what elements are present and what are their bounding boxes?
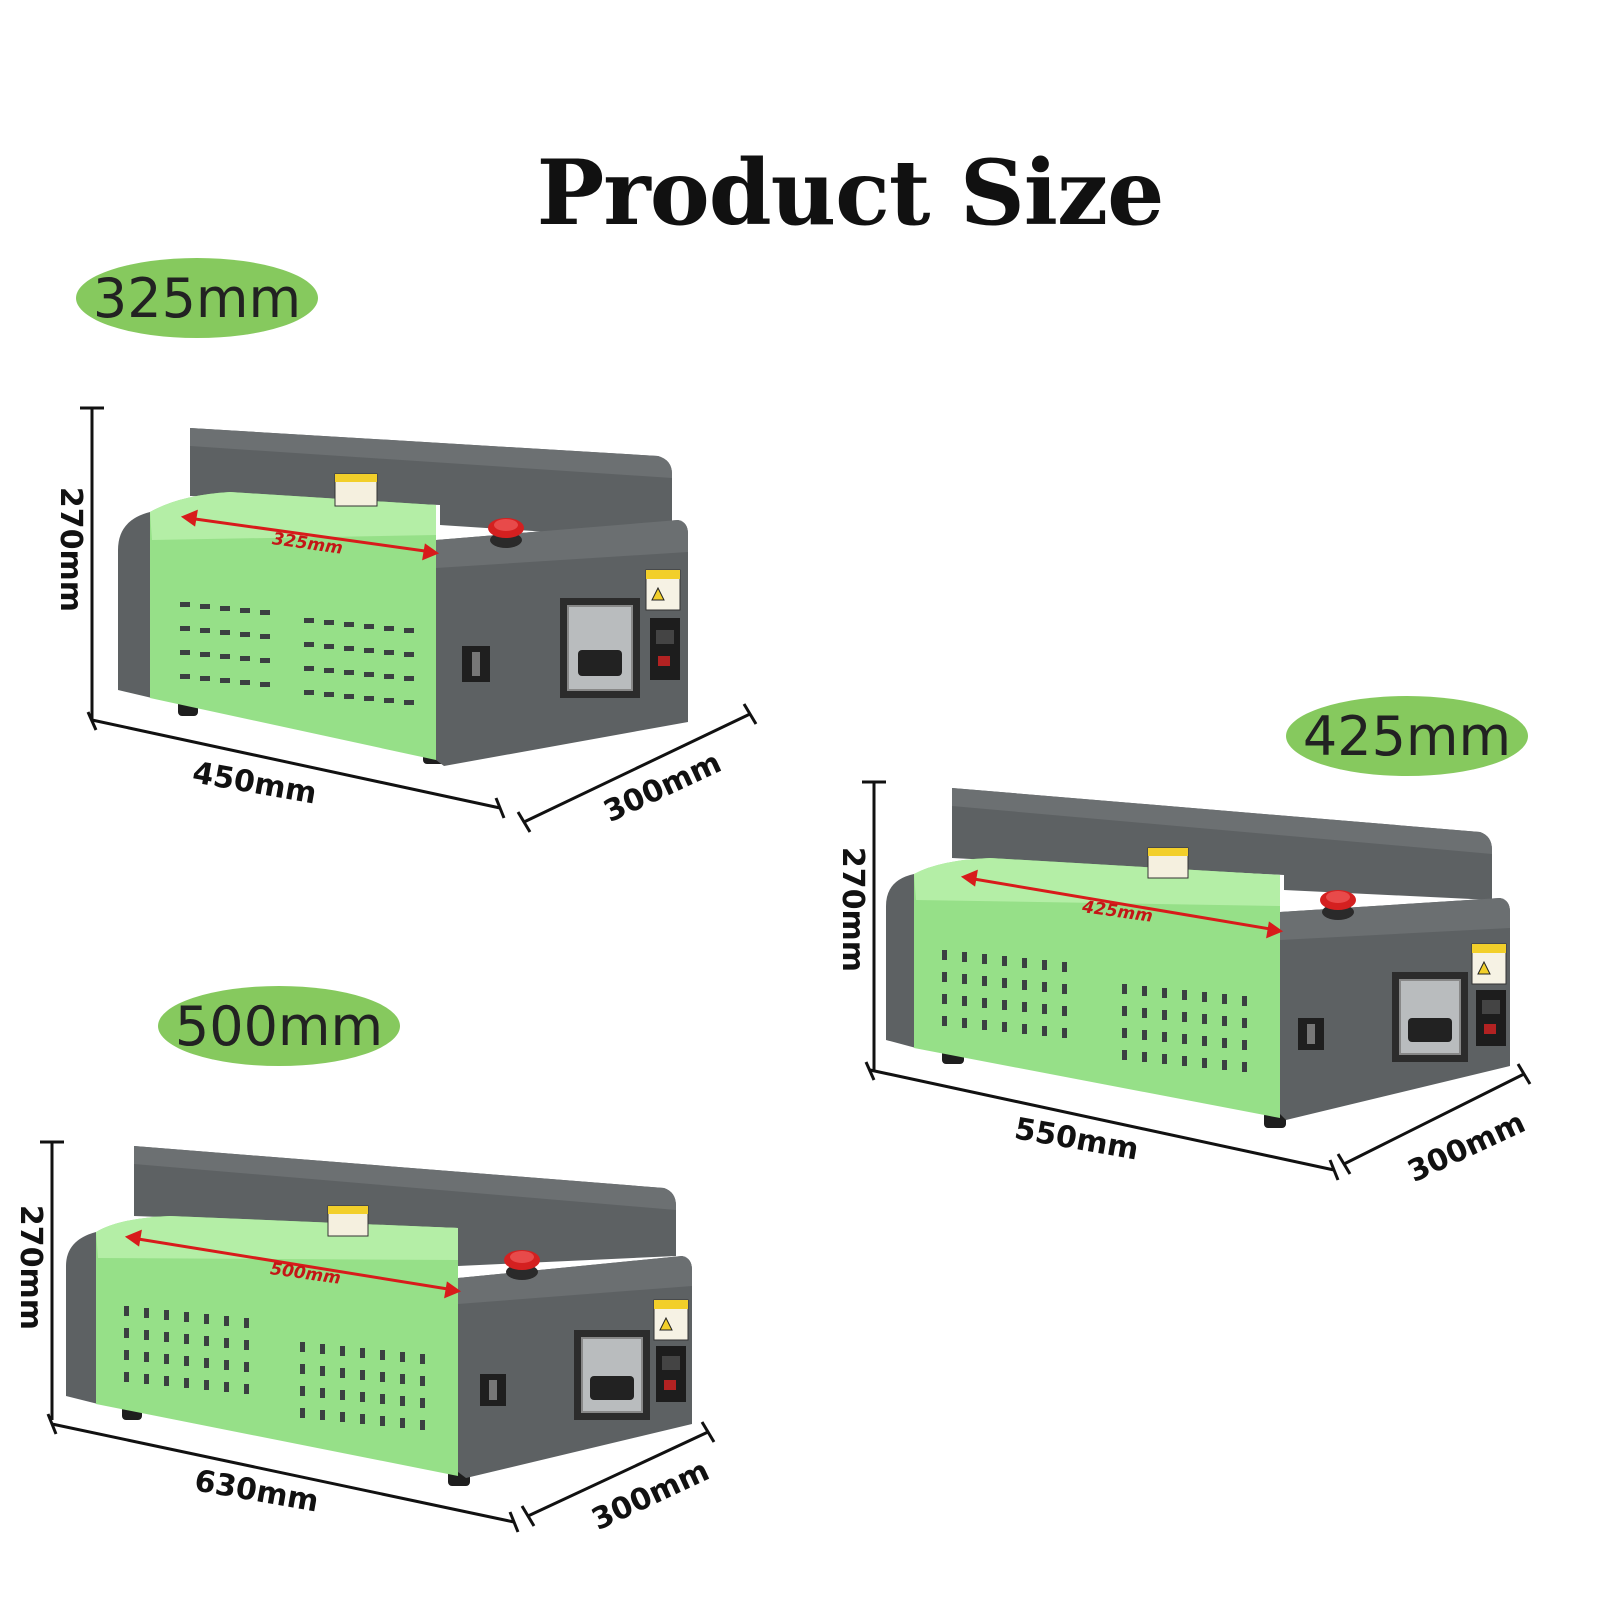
length-line-medium	[864, 1061, 1340, 1181]
power-switch-icon[interactable]	[1298, 1018, 1324, 1050]
power-switch-icon[interactable]	[480, 1374, 506, 1406]
depth-line-small	[516, 703, 758, 833]
warning-sticker	[334, 473, 378, 507]
end-cap-left	[66, 1232, 98, 1404]
height-line-medium	[862, 780, 886, 1070]
emergency-stop-button-icon[interactable]	[488, 518, 524, 548]
carry-handle-icon[interactable]	[560, 598, 640, 698]
size-badge-large: 500mm	[158, 986, 400, 1066]
height-label-large: 270mm	[13, 1204, 49, 1331]
carry-handle-icon[interactable]	[1392, 972, 1468, 1062]
length-line-small	[86, 711, 506, 819]
size-badge-small: 325mm	[76, 258, 318, 338]
depth-line-medium	[1336, 1063, 1532, 1175]
emergency-stop-button-icon[interactable]	[504, 1250, 540, 1280]
roller-measure-small	[180, 509, 440, 561]
power-socket-icon	[1476, 990, 1506, 1046]
depth-line-large	[520, 1421, 716, 1527]
green-panel	[914, 858, 1280, 1118]
green-panel	[150, 492, 436, 760]
vent-slots	[124, 1306, 425, 1430]
length-line-large	[46, 1413, 520, 1533]
end-cap-left	[886, 874, 916, 1048]
roller-measure-medium	[960, 869, 1284, 939]
carry-handle-icon[interactable]	[574, 1330, 650, 1420]
top-cover	[134, 1146, 676, 1266]
warning-triangle-icon	[1471, 943, 1507, 985]
power-switch-icon[interactable]	[462, 646, 490, 682]
foot	[1264, 1112, 1286, 1128]
end-cap-left	[118, 512, 152, 698]
size-badge-medium: 425mm	[1286, 696, 1528, 776]
power-socket-icon	[650, 618, 680, 680]
vent-slots	[942, 950, 1247, 1072]
warning-triangle-icon	[653, 1299, 689, 1341]
green-panel	[96, 1216, 458, 1476]
page-title: Product Size	[536, 140, 1165, 246]
warning-sticker	[1147, 847, 1189, 879]
height-line-large	[40, 1140, 64, 1420]
height-line-small	[80, 406, 104, 720]
emergency-stop-button-icon[interactable]	[1320, 890, 1356, 920]
warning-triangle-icon	[645, 569, 681, 611]
roller-measure-large	[124, 1229, 462, 1299]
warning-sticker	[327, 1205, 369, 1237]
power-socket-icon	[656, 1346, 686, 1402]
vent-slots	[180, 602, 414, 705]
